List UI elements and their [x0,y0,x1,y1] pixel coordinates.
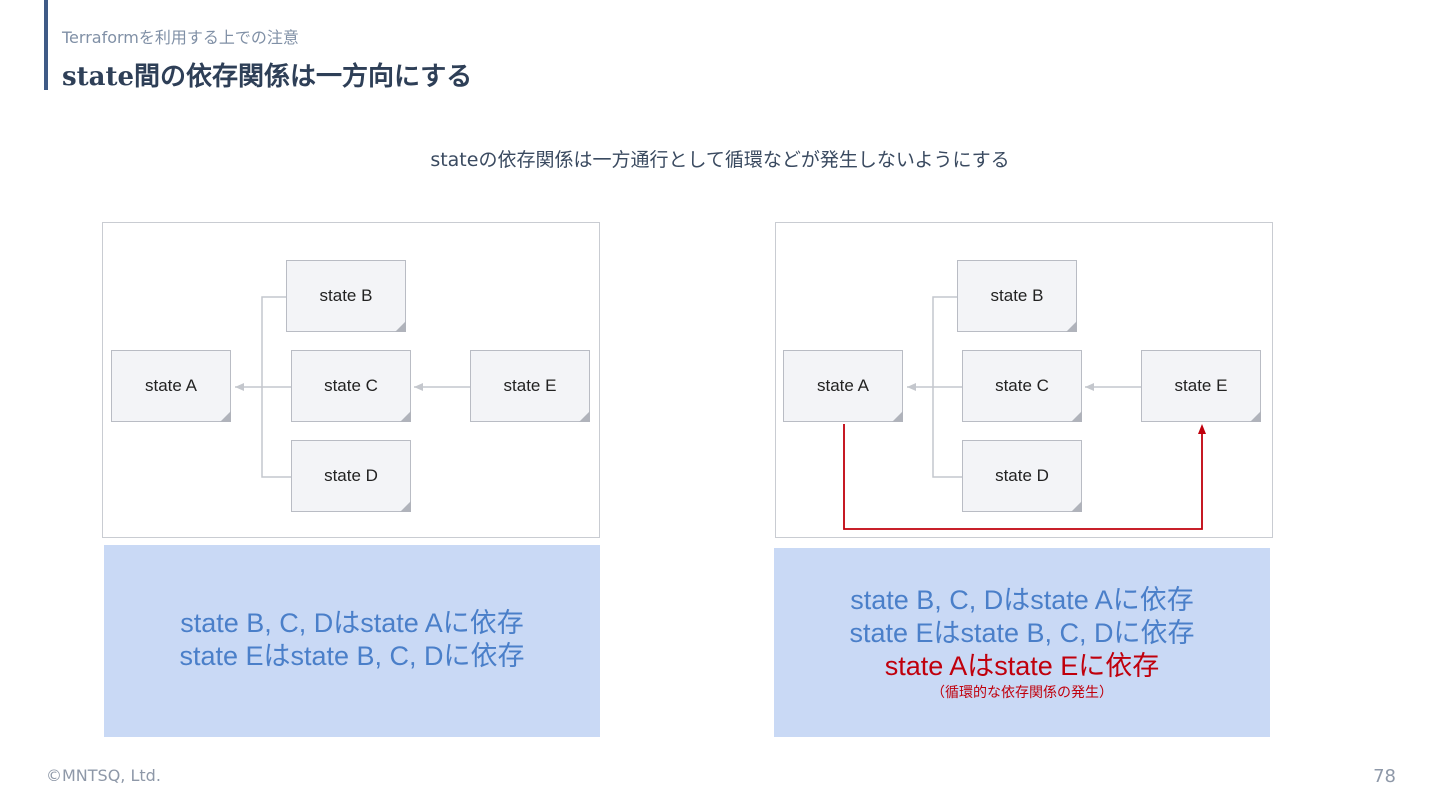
node-state-c: state C [962,350,1082,422]
note-line: state B, C, Dはstate Aに依存 [180,608,524,638]
arrowhead-to-a [907,383,916,391]
page-number: 78 [1373,766,1396,787]
right-dependency-note: state B, C, Dはstate Aに依存 state Eはstate B… [774,548,1270,737]
node-state-b: state B [286,260,406,332]
left-diagram-panel: state A state B state C state D state E [102,222,600,538]
node-state-e: state E [1141,350,1261,422]
left-dependency-note: state B, C, Dはstate Aに依存 state Eはstate B… [104,545,600,737]
section-kicker: Terraformを利用する上での注意 [62,28,299,47]
cycle-caption: （循環的な依存関係の発生） [931,684,1113,700]
header-accent-bar [44,0,48,90]
cycle-warning-line: state Aはstate Eに依存 [884,651,1160,681]
connector-a-d [932,387,962,478]
slide-subtitle: stateの依存関係は一方通行として循環などが発生しないようにする [430,149,1010,171]
cycle-connector-a-e [843,424,1203,530]
connector-a-d [261,387,291,478]
node-state-e: state E [470,350,590,422]
node-state-a: state A [783,350,903,422]
note-line: state B, C, Dはstate Aに依存 [850,585,1194,615]
cycle-arrowhead-to-e [1198,424,1206,434]
node-state-d: state D [962,440,1082,512]
note-line: state Eはstate B, C, Dに依存 [179,641,525,671]
node-state-c: state C [291,350,411,422]
right-diagram-panel: state A state B state C state D state E [775,222,1273,538]
connector-a-b [261,296,286,387]
connector-a-b [932,296,957,387]
footer-copyright: ©MNTSQ, Ltd. [46,766,161,785]
left-diagram-connectors [235,296,470,478]
arrowhead-to-a [235,383,244,391]
node-state-b: state B [957,260,1077,332]
arrowhead-to-c [1085,383,1094,391]
right-diagram-connectors [843,296,1206,530]
page-title: state間の依存関係は一方向にする [62,62,473,92]
arrowhead-to-c [414,383,423,391]
node-state-a: state A [111,350,231,422]
note-line: state Eはstate B, C, Dに依存 [849,618,1195,648]
node-state-d: state D [291,440,411,512]
